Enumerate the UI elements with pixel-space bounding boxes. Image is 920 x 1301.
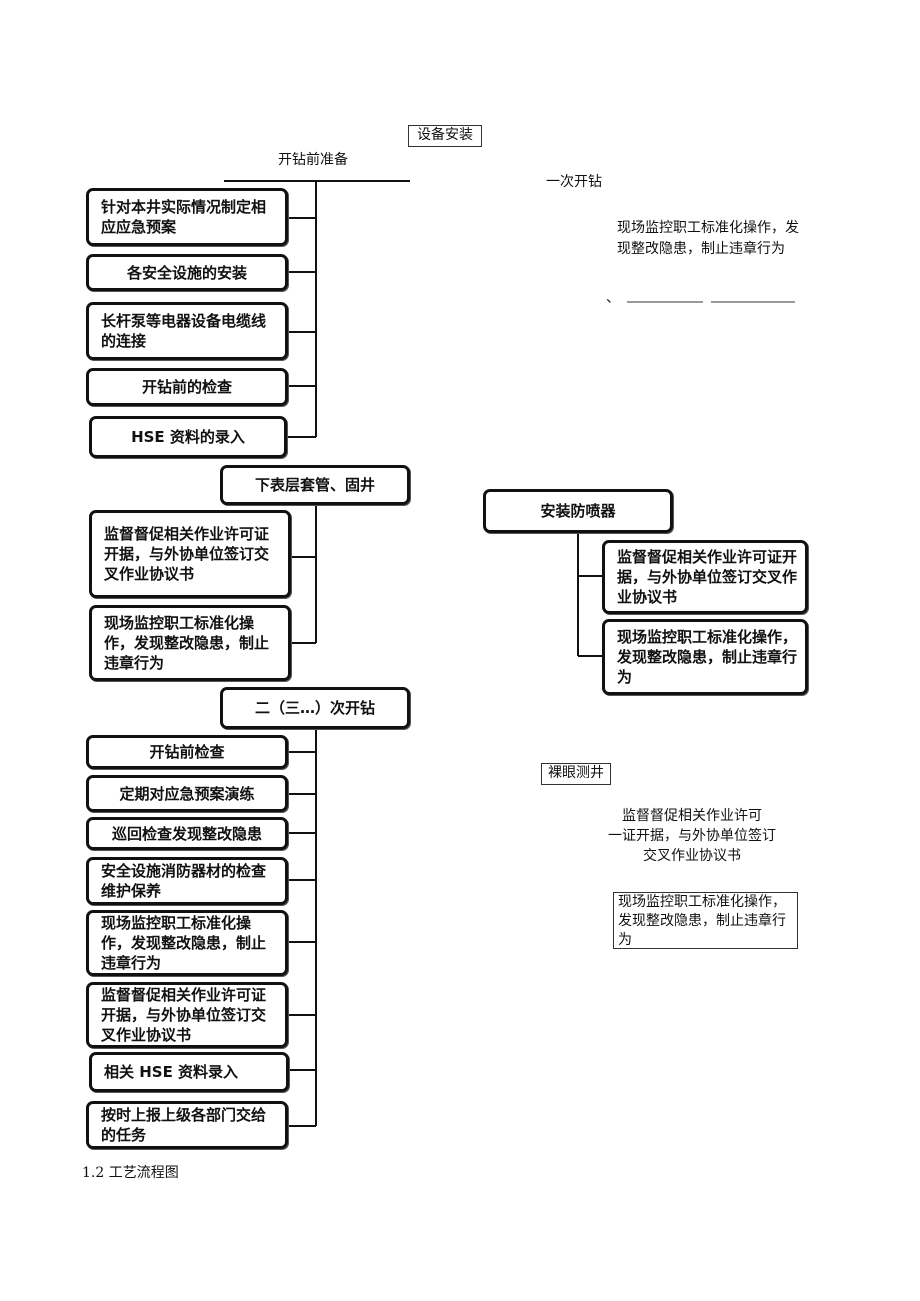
casing-monitor: 现场监控职工标准化操作，发现整改隐患，制止违章行为 [89,605,291,681]
prep-item-plan: 针对本井实际情况制定相应应急预案 [86,188,288,246]
second-item-monitor: 现场监控职工标准化操作，发现整改隐患，制止违章行为 [86,910,288,976]
first-spud-note: 现场监控职工标准化操作，发现整改隐患，制止违章行为 [617,220,799,257]
second-item-fire: 安全设施消防器材的检查维护保养 [86,857,288,905]
open-hole-note-line2: 一证开据，与外协单位签订 [608,828,776,844]
second-item-drill: 定期对应急预案演练 [86,775,288,812]
dash-mark: 、 [606,290,620,306]
open-hole-title: 裸眼测井 [541,763,611,785]
prep-item-cable: 长杆泵等电器设备电缆线的连接 [86,302,288,360]
bop-permit: 监督督促相关作业许可证开据，与外协单位签订交叉作业协议书 [602,540,808,614]
second-item-report: 按时上报上级各部门交给的任务 [86,1101,288,1149]
prep-item-check: 开钻前的检查 [86,368,288,406]
bop-title: 安装防喷器 [483,489,673,533]
open-hole-note-line3: 交叉作业协议书 [643,848,741,864]
bop-monitor: 现场监控职工标准化操作，发现整改隐患，制止违章行为 [602,619,808,695]
figure-caption: 1.2 工艺流程图 [82,1165,179,1181]
casing-title: 下表层套管、固井 [220,465,410,505]
equipment-install-label: 设备安装 [408,125,482,147]
prep-item-hse: HSE 资料的录入 [89,416,287,458]
second-item-patrol: 巡回检查发现整改隐患 [86,817,288,850]
second-item-hse: 相关 HSE 资料录入 [89,1052,289,1092]
prep-item-safety-install: 各安全设施的安装 [86,254,288,291]
first-spud-label: 一次开钻 [546,174,602,190]
second-spud-title: 二（三…）次开钻 [220,687,410,729]
pre-drill-label: 开钻前准备 [278,152,348,168]
second-item-permit: 监督督促相关作业许可证开据，与外协单位签订交叉作业协议书 [86,982,288,1048]
second-item-pre-check: 开钻前检查 [86,735,288,769]
open-hole-note-line1: 监督督促相关作业许可 [622,808,762,824]
casing-permit: 监督督促相关作业许可证开据，与外协单位签订交叉作业协议书 [89,510,291,598]
open-hole-monitor-note: 现场监控职工标准化操作，发现整改隐患，制止违章行为 [613,892,798,949]
